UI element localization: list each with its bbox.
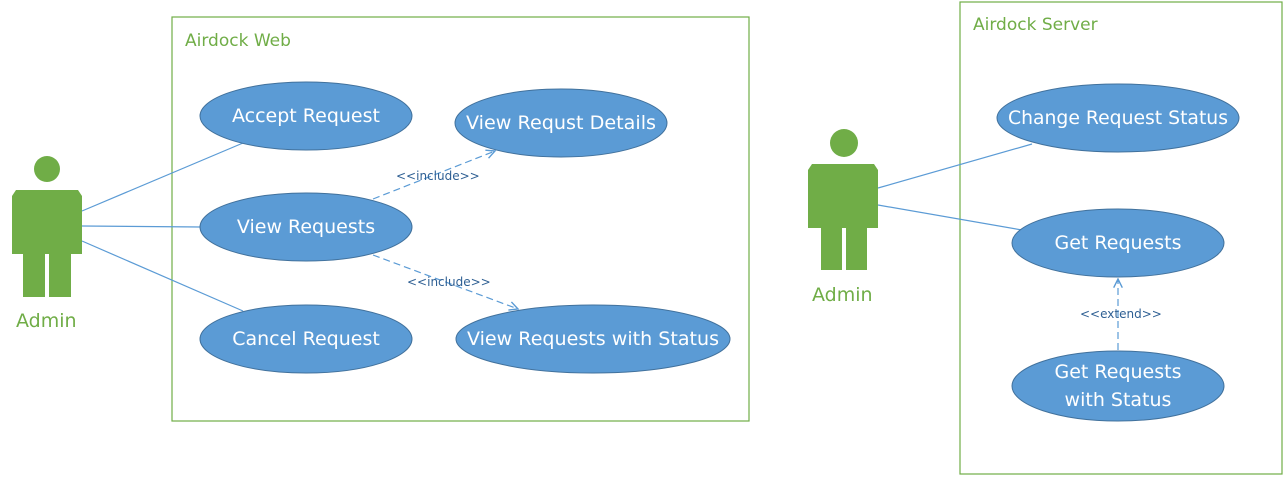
airdock-server-boundary <box>959 1 1283 475</box>
server-admin-actor-figure <box>808 129 878 270</box>
usecase-change-request-status[interactable]: Change Request Status <box>996 83 1240 153</box>
extend-label: <<extend>> <box>1080 307 1162 321</box>
usecase-get-requests-with-status[interactable]: Get Requests with Status <box>1011 350 1225 422</box>
assoc-admin-cancel-request <box>81 240 244 312</box>
airdock-web-title: Airdock Web <box>185 31 291 51</box>
server-admin-label: Admin <box>812 284 873 306</box>
usecase-view-requests-with-status[interactable]: View Requests with Status <box>455 304 731 374</box>
usecase-view-request-details-label: View Requst Details <box>466 112 656 134</box>
usecase-accept-request[interactable]: Accept Request <box>199 81 413 151</box>
assoc-admin-view-requests <box>81 225 202 228</box>
airdock-server-title: Airdock Server <box>973 15 1098 35</box>
usecase-view-request-details[interactable]: View Requst Details <box>454 88 668 158</box>
web-admin-label: Admin <box>16 310 77 332</box>
usecase-get-requests-label: Get Requests <box>1055 232 1182 254</box>
usecase-view-requests[interactable]: View Requests <box>199 192 413 262</box>
usecase-accept-request-label: Accept Request <box>232 105 380 127</box>
include-label-details: <<include>> <box>396 169 480 183</box>
assoc-admin-get-requests <box>877 204 1023 231</box>
usecase-view-requests-with-status-label: View Requests with Status <box>467 328 719 350</box>
usecase-cancel-request[interactable]: Cancel Request <box>199 304 413 374</box>
include-label-status: <<include>> <box>407 275 491 289</box>
airdock-web-boundary <box>171 16 750 422</box>
include-view-requests-with-status <box>372 254 518 309</box>
usecase-get-requests-with-status-line1: Get Requests <box>1055 361 1182 383</box>
web-admin-actor-figure <box>12 156 82 297</box>
usecase-view-requests-label: View Requests <box>237 216 375 238</box>
usecase-cancel-request-label: Cancel Request <box>232 328 380 350</box>
usecase-get-requests-with-status-line2: with Status <box>1065 389 1172 411</box>
usecase-get-requests[interactable]: Get Requests <box>1011 208 1225 278</box>
assoc-admin-change-request-status <box>877 143 1033 189</box>
usecase-change-request-status-label: Change Request Status <box>1008 107 1228 129</box>
assoc-admin-accept-request <box>81 142 244 212</box>
